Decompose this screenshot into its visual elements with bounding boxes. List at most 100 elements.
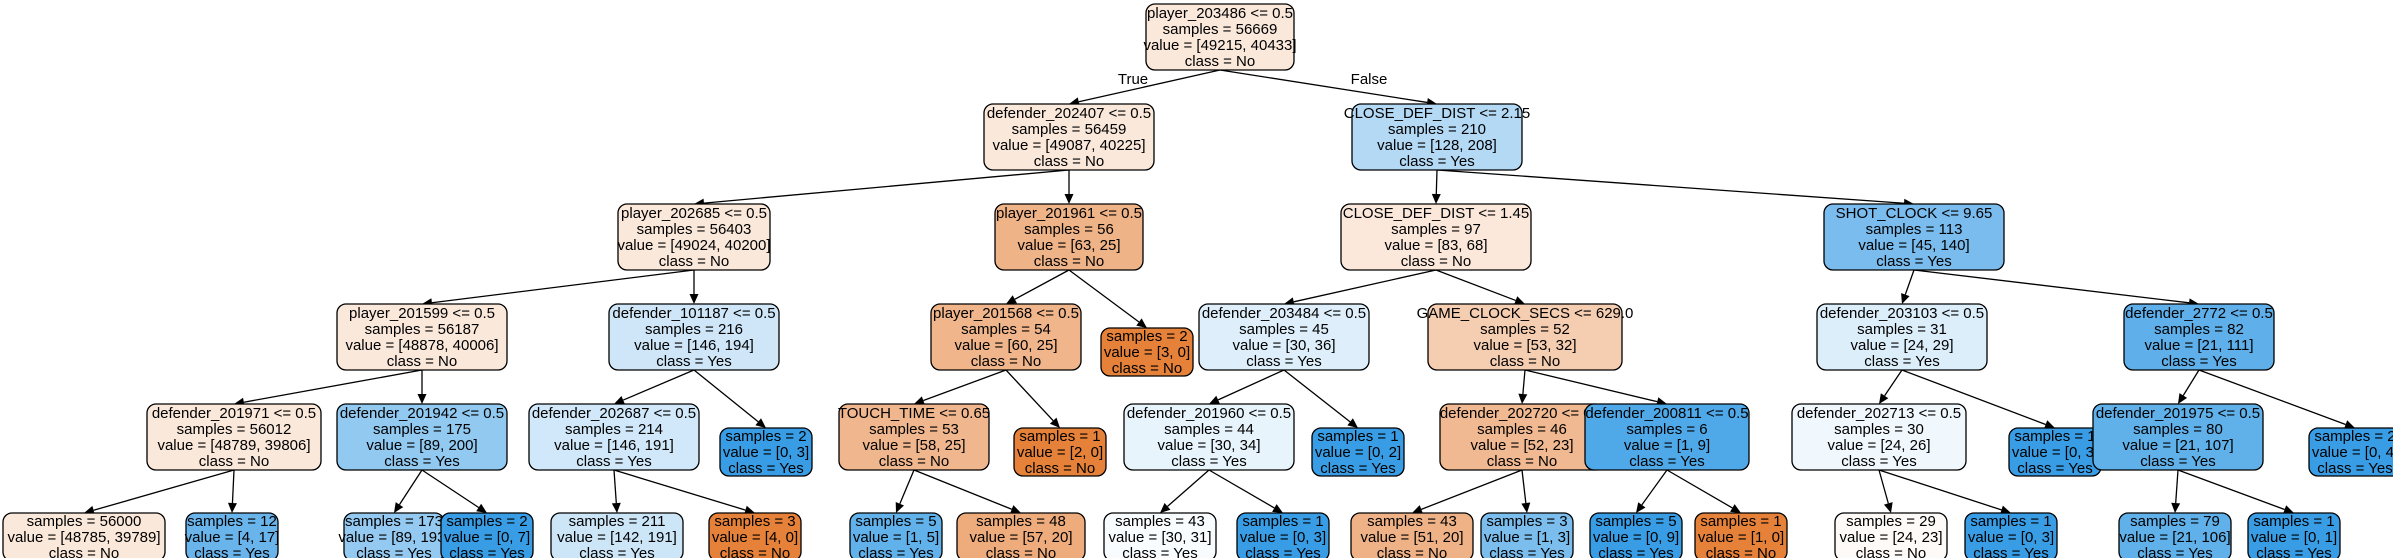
node-text-line: samples = 3 [714,513,795,530]
tree-edge [1436,169,1914,208]
edge-arrowhead [914,396,925,405]
node-box [719,427,813,477]
edge-arrowhead [1412,505,1423,514]
tree-edge [1064,170,1074,204]
node-text-line: value = [1, 0] [1698,529,1784,546]
node-text-line: samples = 80 [2133,421,2223,438]
node-box [2,512,166,558]
node-box [849,512,943,558]
node-text-line: samples = 82 [2154,321,2244,338]
node-text-line: samples = 216 [645,321,743,338]
edge-line [1435,269,1516,302]
node-text-line: samples = 46 [1477,421,1567,438]
node-text-line: class = Yes [1246,353,1321,370]
node-text-line: class = Yes [384,453,459,470]
node-text-line: samples = 1 [1242,513,1323,530]
node-box [2092,403,2264,471]
tree-edge [84,469,235,515]
node-text-line: class = Yes [576,453,651,470]
tree-edge [1284,269,1437,307]
node-text-line: samples = 30 [1834,421,1924,438]
tree-edge [1901,369,2055,429]
edge-line [1217,369,1285,401]
node-text-line: class = No [1706,545,1776,558]
node-text-line: value = [0, 4] [2312,444,2393,461]
node-text-line: class = No [1185,53,1255,70]
node-text-line: value = [24, 29] [1851,337,1954,354]
node-text-line: defender_200811 <= 0.5 [1585,405,1748,422]
node-text-line: value = [58, 25] [863,437,966,454]
node-text-line: value = [53, 32] [1474,337,1577,354]
node-box [1145,3,1295,71]
node-text-line: defender_101187 <= 0.5 [612,305,775,322]
node-text-line: value = [48789, 39806] [157,437,310,454]
node-text-line: samples = 56 [1024,221,1114,238]
tree-edge [1208,469,1283,513]
edge-arrowhead [394,502,404,513]
edge-line [923,369,1007,402]
node-box [1198,303,1370,371]
node-text-line: value = [142, 191] [557,529,677,546]
node-text-line: value = [0, 9] [1593,529,1679,546]
node-text-line: value = [49024, 40200] [617,237,770,254]
tree-edge [2171,469,2181,513]
edge-arrowhead [689,294,699,304]
node-text-line: samples = 5 [1595,513,1676,530]
node-text-line: class = No [1401,253,1471,270]
edge-arrowhead [1136,318,1147,328]
edge-arrowhead [1209,395,1220,404]
edge-arrowhead [1514,296,1525,305]
node-text-line: samples = 1 [1317,428,1398,445]
node-text-line: class = Yes [2256,545,2331,558]
tree-edge [914,369,1007,405]
node-text-line: class = No [971,353,1041,370]
node-text-line: class = No [1856,545,1926,558]
node-text-line: value = [1, 9] [1624,437,1710,454]
node-text-line: class = Yes [2161,353,2236,370]
node-text-line: value = [60, 25] [955,337,1058,354]
node-text-line: defender_202713 <= 0.5 [1797,405,1961,422]
node-text-line: class = No [49,545,119,558]
edge-line [1283,369,1351,423]
tree-edge [227,469,237,513]
node-text-line: samples = 79 [2130,513,2220,530]
tree-edge [693,369,766,428]
edge-line [899,469,915,505]
node-box [336,303,508,371]
edge-line [93,469,235,511]
tree-edge [1412,469,1523,514]
node-text-line: class = No [659,253,729,270]
edge-line [1436,169,1905,204]
node-box [930,303,1082,371]
node-text-line: GAME_CLOCK_SECS <= 629.0 [1417,305,1634,322]
tree-edge [234,369,423,407]
edge-line [622,369,695,401]
node-box [440,512,534,558]
edge-arrowhead [1049,417,1060,428]
node-text-line: class = No [1490,353,1560,370]
node-text-line: samples = 56669 [1163,21,1278,38]
node-text-line: samples = 97 [1391,221,1481,238]
false-branch-label: False [1351,71,1388,88]
node-text-line: samples = 2 [446,513,527,530]
node-text-line: samples = 53 [869,421,959,438]
node-text-line: class = No [1034,153,1104,170]
edge-arrowhead [1883,502,1893,513]
edge-arrowhead [2171,502,2181,513]
